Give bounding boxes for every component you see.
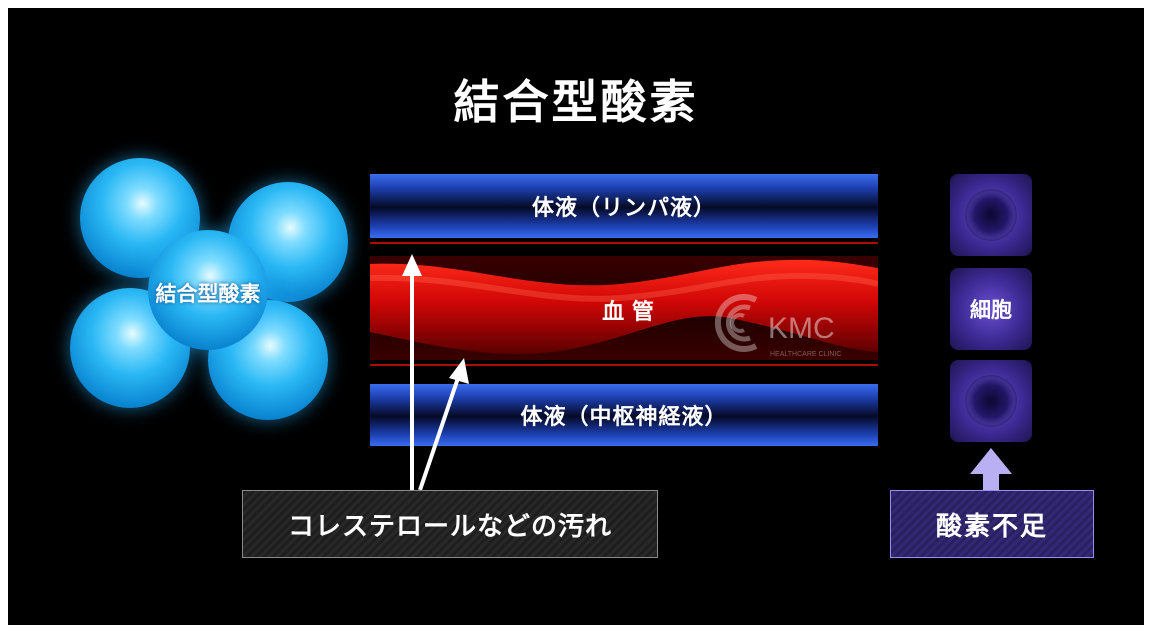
cholesterol-callout: コレステロールなどの汚れ: [242, 490, 658, 558]
lymph-fluid-band: 体液（リンパ液）: [370, 174, 878, 238]
arrow-oxygen-to-cell: [970, 448, 1012, 490]
oxygen-shortage-label: 酸素不足: [935, 511, 1048, 542]
blood-vessel: [370, 256, 878, 360]
vessel-wall-bottom: [370, 364, 878, 366]
cell: [950, 174, 1032, 256]
cell: [950, 360, 1032, 442]
vessel-wall-top: [370, 242, 878, 244]
watermark-brand: KMC: [768, 312, 835, 345]
slide: 結合型酸素 結合型酸素 体液（リンパ液） 血 管: [8, 8, 1144, 625]
cell-nucleus: [965, 189, 1017, 241]
cell-nucleus: [965, 375, 1017, 427]
page-title: 結合型酸素: [453, 75, 699, 129]
cell-label: 細胞: [970, 298, 1012, 322]
oxygen-sphere-center: [148, 230, 268, 350]
cns-fluid-label: 体液（中枢神経液）: [520, 405, 728, 430]
lymph-fluid-label: 体液（リンパ液）: [531, 196, 716, 221]
cell-labeled: 細胞: [950, 268, 1032, 350]
molecule-label: 結合型酸素: [155, 282, 261, 306]
oxygen-shortage-callout: 酸素不足: [890, 490, 1094, 558]
watermark-tagline: HEALTHCARE CLINIC: [770, 351, 841, 358]
vessel-label: 血 管: [602, 300, 654, 325]
cholesterol-callout-label: コレステロールなどの汚れ: [287, 511, 612, 542]
kmc-watermark-logo: KMC HEALTHCARE CLINIC: [714, 294, 841, 358]
cns-fluid-band: 体液（中枢神経液）: [370, 384, 878, 446]
